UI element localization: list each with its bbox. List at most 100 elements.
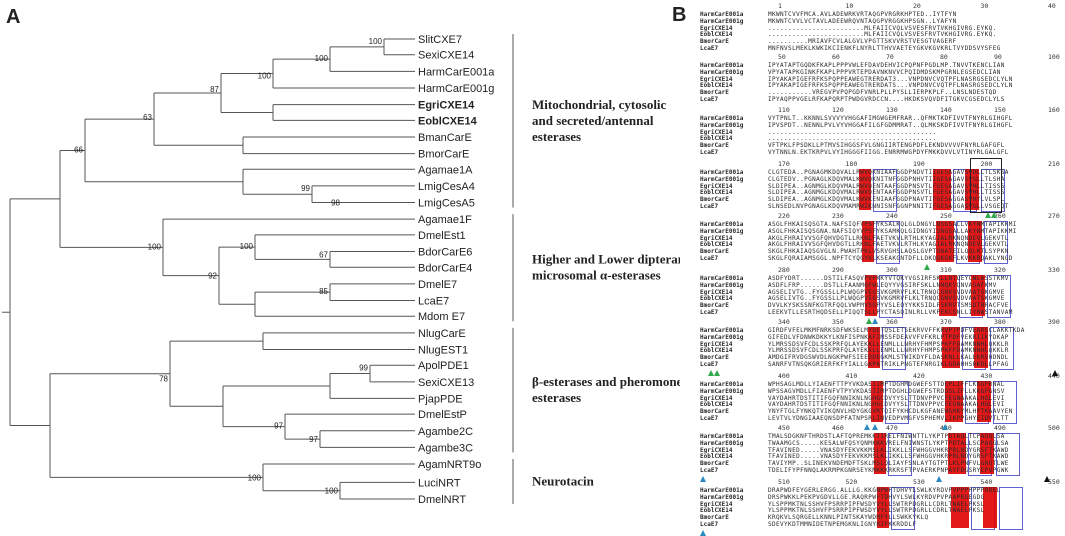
sequence-residues: YLMRSSDSVFCDLSSKPRFQLAYEKKLLENMLLLNRHYFH…: [768, 340, 1009, 348]
sequence-residues: SLDIPEA..AGNMGLKDQVMALRWVQENTAAFGGDPNSVT…: [768, 189, 1005, 197]
residue-marker-triangle: [924, 264, 930, 270]
sequence-residues: TDELIFYPFNNQLAKRMPKGNRSEYKMKKKRKRSFTPVAE…: [768, 467, 1009, 474]
bootstrap-value: 63: [143, 113, 152, 122]
sequence-residues: IPYAKAPIGEFRFKSPQPPEAWEGTRERDAT3...VNPDN…: [768, 75, 1013, 83]
position-number: 530: [913, 478, 925, 486]
position-number: 430: [980, 372, 993, 380]
sequence-row: EgriCXE14...............................…: [700, 129, 1060, 136]
group-label: Higher and Lower dipteran: [532, 252, 680, 267]
tree-leaf-label: Agambe2C: [418, 426, 473, 438]
residue-marker-triangle: [936, 476, 942, 482]
sequence-name: EoblCXE14: [700, 295, 733, 303]
position-number: 270: [1048, 212, 1060, 220]
position-number: 320: [994, 266, 1006, 274]
position-number: 160: [1048, 106, 1060, 114]
sequence-residues: YLSPPMKTNLSSHVFPSRRPIPFWSDYVYLLSWTRPDGRL…: [768, 507, 985, 515]
tree-leaf-label: EoblCXE14: [418, 115, 478, 127]
sequence-name: HarmCarE001a: [700, 62, 744, 69]
position-number: 460: [832, 424, 844, 432]
tree-leaf-label: NlugCarE: [418, 328, 466, 340]
tree-leaf-label: ApolPDE1: [418, 360, 469, 372]
sequence-name: HarmCarE001g: [700, 175, 744, 183]
sequence-name: LcaE7: [700, 361, 719, 368]
position-number: 550: [1048, 478, 1060, 486]
residue-marker-triangle: [872, 424, 878, 430]
sequence-name: HarmCarE001a: [700, 115, 744, 122]
similar-residue-box: [879, 275, 903, 318]
position-number: 470: [886, 424, 898, 432]
sequence-name: EgriCXE14: [700, 75, 733, 83]
bootstrap-value: 97: [274, 422, 283, 431]
sequence-name: HarmCarE001a: [700, 327, 744, 334]
conserved-residue-highlight: [933, 169, 951, 210]
sequence-name: EgriCXE14: [700, 394, 733, 402]
bootstrap-value: 97: [309, 435, 318, 444]
tree-leaf-label: NlugEST1: [418, 344, 468, 356]
position-number: 1: [778, 2, 782, 10]
sequence-residues: YLSPPMKTNLSSHVFPSRRPIPFWSDYVYLLSWTRPDGRL…: [768, 500, 985, 508]
position-number: 220: [778, 212, 790, 220]
conserved-residue-highlight: [862, 221, 874, 262]
sequence-residues: CLGTEDA..PGNAGMKDQVALLRWVQKNIAAFGGDPNDVT…: [768, 169, 1009, 176]
tree-leaf-label: DmelE7: [418, 279, 457, 291]
tree-leaf-label: BdorCarE4: [418, 262, 472, 274]
position-number: 230: [832, 212, 844, 220]
conserved-residue-highlight: [951, 487, 969, 528]
sequence-residues: AGSELIVTG..FYGSSLLPLWQGPVEGSVKGMRVFLKLTR…: [768, 288, 1005, 296]
conserved-residue-highlight: [948, 433, 966, 474]
bootstrap-value: 99: [359, 364, 368, 373]
sequence-row: EoblCXE14........................MLFAIIC…: [700, 31, 1060, 38]
tree-leaf-label: Mdom E7: [418, 311, 465, 323]
sequence-residues: AMDGIFRVDGSWVDLNGKPWFSIEEDDEGKMLSTWIKDYF…: [768, 354, 1009, 362]
similar-residue-box: [981, 169, 1005, 212]
position-number: 130: [886, 106, 898, 114]
sequence-name: HarmCarE001g: [700, 281, 744, 289]
group-label: Neurotacin: [532, 474, 595, 489]
residue-marker-triangle: [864, 424, 870, 430]
similar-residue-box: [996, 433, 1020, 476]
residue-marker-triangle: [991, 212, 997, 218]
conserved-residue-highlight: [974, 327, 988, 368]
conserved-residue-highlight: [965, 169, 979, 210]
sequence-residues: ........................MLFAIICVQLVSVESF…: [768, 24, 997, 32]
sequence-residues: ..........MRIAVFCVLALGVLVPGTTSKVVRSTVESG…: [768, 38, 957, 46]
position-number: 120: [832, 106, 844, 114]
position-number: 400: [778, 372, 790, 380]
sequence-name: EoblCXE14: [700, 241, 733, 249]
sequence-residues: VFTPKLFPSDKLLPTMVSIHGGSFVLGNGIIRTENGPDFL…: [768, 142, 1005, 150]
sequence-residues: VYTNNLN.EKTKRPVLVYIHGGGFIIGG.ENRRMWGPDYF…: [768, 149, 1009, 156]
sequence-row: EoblCXE14...............................…: [700, 135, 1060, 142]
bootstrap-value: 98: [331, 199, 340, 208]
bootstrap-value: 85: [319, 287, 328, 296]
bootstrap-value: 100: [248, 473, 262, 482]
sequence-residues: DRAPWDFEYGERLERGG.ALLLG.KKGNPWFTDHVYLSWL…: [768, 487, 1001, 494]
position-number: 490: [994, 424, 1006, 432]
tree-leaf-label: Agamae1A: [418, 164, 473, 176]
bootstrap-value: 78: [159, 375, 168, 384]
sequence-name: BmorCarE: [700, 514, 729, 522]
bootstrap-value: 66: [74, 145, 83, 154]
position-number: 210: [1048, 160, 1060, 168]
tree-leaf-label: HarmCarE001g: [418, 83, 494, 95]
